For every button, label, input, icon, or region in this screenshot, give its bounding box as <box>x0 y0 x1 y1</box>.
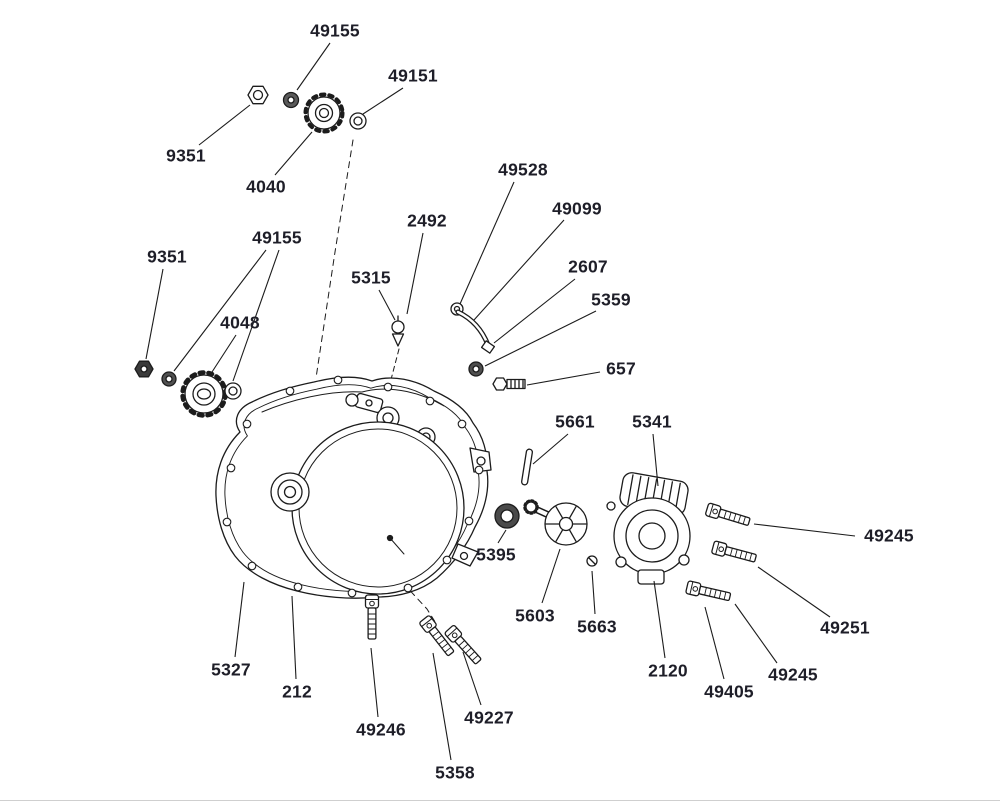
part-label-9351-2: 9351 <box>166 145 206 166</box>
bolt-49251 <box>710 540 758 566</box>
part-label-5661-14: 5661 <box>555 411 595 432</box>
part-label-5663-19: 5663 <box>577 616 617 637</box>
breather-valve-5315 <box>391 315 405 347</box>
part-label-5359-12: 5359 <box>591 289 631 310</box>
part-label-5315-8: 5315 <box>351 267 391 288</box>
washer-49155-left-a <box>161 371 177 387</box>
bolt-49405-49245 <box>684 580 732 604</box>
part-label-5395-16: 5395 <box>476 544 516 565</box>
part-label-49405-24: 49405 <box>704 681 754 702</box>
seal-5395 <box>494 503 520 529</box>
part-label-49151-1: 49151 <box>388 65 438 86</box>
part-label-49528-9: 49528 <box>498 159 548 180</box>
leader-lines <box>145 42 856 761</box>
part-label-5358-28: 5358 <box>435 762 475 783</box>
part-label-657-13: 657 <box>606 358 636 379</box>
part-label-4048-6: 4048 <box>220 312 260 333</box>
axis-dashed-line-top <box>315 139 354 379</box>
part-label-5327-21: 5327 <box>211 659 251 680</box>
part-label-49155-4: 49155 <box>252 227 302 248</box>
part-label-49227-27: 49227 <box>464 707 514 728</box>
part-label-49251-20: 49251 <box>820 617 870 638</box>
part-label-49099-10: 49099 <box>552 198 602 219</box>
part-label-5603-18: 5603 <box>515 605 555 626</box>
nut-9351-left <box>134 360 154 378</box>
nut-9351-top <box>247 85 269 105</box>
part-label-2607-11: 2607 <box>568 256 608 277</box>
part-label-9351-5: 9351 <box>147 246 187 267</box>
plug-ball <box>606 501 616 511</box>
part-label-2120-23: 2120 <box>648 660 688 681</box>
part-label-4040-3: 4040 <box>246 176 286 197</box>
part-label-49245-25: 49245 <box>768 664 818 685</box>
gear-4048 <box>180 370 228 418</box>
part-label-212-22: 212 <box>282 681 312 702</box>
washer-49155-left-b <box>224 382 242 400</box>
hose-49099 <box>455 309 496 354</box>
washer-49155-top <box>282 91 300 109</box>
bolt-49246 <box>364 594 380 640</box>
crankcase-212 <box>215 375 492 599</box>
washer-5359 <box>468 361 484 377</box>
impeller-5603 <box>523 499 588 546</box>
pin-5661 <box>521 448 533 486</box>
part-label-2492-7: 2492 <box>407 210 447 231</box>
part-label-5341-15: 5341 <box>632 411 672 432</box>
fitting-657 <box>492 377 526 391</box>
screw-5663 <box>586 555 598 567</box>
water-pump-2120 <box>613 497 691 585</box>
part-label-49245-17: 49245 <box>864 525 914 546</box>
part-label-49155-0: 49155 <box>310 20 360 41</box>
washer-49151 <box>349 112 367 130</box>
sprocket-4040 <box>303 92 345 134</box>
part-label-49246-26: 49246 <box>356 719 406 740</box>
bolt-49245-top <box>704 502 752 529</box>
